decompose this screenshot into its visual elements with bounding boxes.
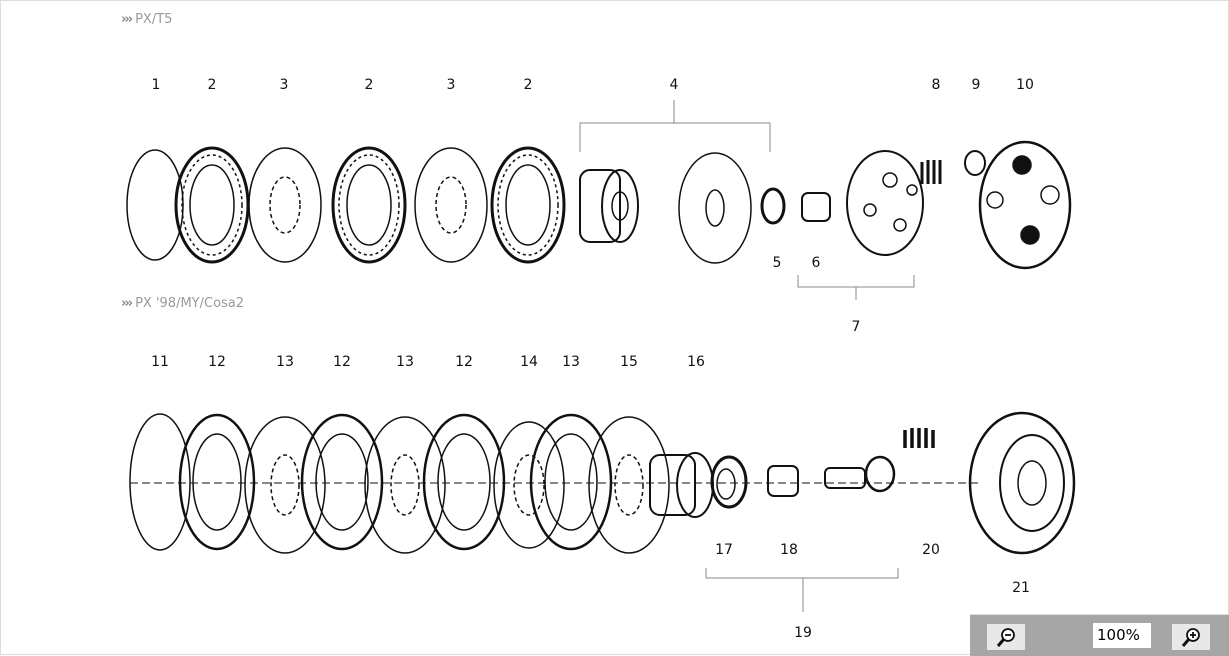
callout: 2 bbox=[364, 77, 374, 93]
section-title-px-t5: ›››PX/T5 bbox=[121, 12, 172, 27]
callout: 8 bbox=[931, 77, 941, 93]
callout: 20 bbox=[922, 542, 940, 558]
callout: 12 bbox=[333, 354, 351, 370]
callout: 12 bbox=[455, 354, 473, 370]
bottom-row-parts bbox=[129, 411, 1076, 612]
callout: 11 bbox=[151, 354, 169, 370]
top-row-parts bbox=[126, 100, 1072, 300]
zoom-out-button[interactable] bbox=[987, 624, 1025, 650]
callout: 5 bbox=[772, 255, 782, 271]
callout: 15 bbox=[620, 354, 638, 370]
callout: 10 bbox=[1016, 77, 1034, 93]
callout: 14 bbox=[520, 354, 538, 370]
chevrons-icon: ››› bbox=[121, 12, 133, 27]
callout: 4 bbox=[669, 77, 679, 93]
callout: 9 bbox=[971, 77, 981, 93]
zoom-out-icon bbox=[996, 628, 1015, 647]
zoom-level-input[interactable]: 100% bbox=[1093, 623, 1151, 648]
callout: 3 bbox=[279, 77, 289, 93]
callout: 7 bbox=[851, 319, 861, 335]
callout: 16 bbox=[687, 354, 705, 370]
callout: 13 bbox=[276, 354, 294, 370]
callout: 2 bbox=[207, 77, 217, 93]
section-label: PX/T5 bbox=[135, 12, 173, 27]
section-label: PX '98/MY/Cosa2 bbox=[135, 296, 245, 311]
section-title-px98: ›››PX '98/MY/Cosa2 bbox=[121, 296, 244, 311]
callout: 17 bbox=[715, 542, 733, 558]
callout: 19 bbox=[794, 625, 812, 641]
callout: 13 bbox=[396, 354, 414, 370]
callout: 1 bbox=[151, 77, 161, 93]
callout: 12 bbox=[208, 354, 226, 370]
callout: 18 bbox=[780, 542, 798, 558]
callout: 13 bbox=[562, 354, 580, 370]
callout: 21 bbox=[1012, 580, 1030, 596]
callout: 3 bbox=[446, 77, 456, 93]
chevrons-icon: ››› bbox=[121, 296, 133, 311]
callout: 2 bbox=[523, 77, 533, 93]
callout: 6 bbox=[811, 255, 821, 271]
zoom-in-icon bbox=[1181, 628, 1200, 647]
zoom-in-button[interactable] bbox=[1172, 624, 1210, 650]
